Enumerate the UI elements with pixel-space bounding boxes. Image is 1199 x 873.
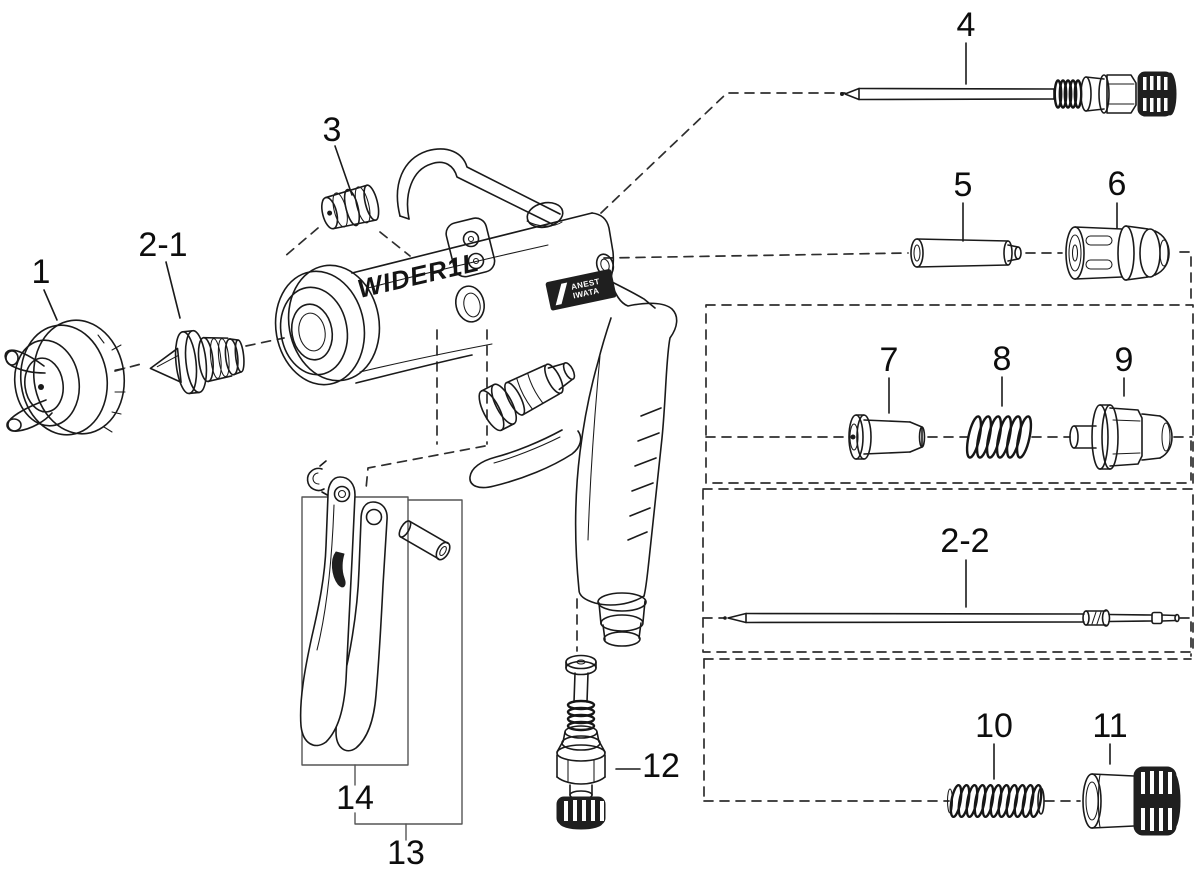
trigger-set-drawing: [299, 460, 463, 841]
part-label-9: 9: [1115, 341, 1134, 379]
hanging-hook: [396, 148, 561, 225]
part-5-drawing: [910, 238, 1022, 268]
part-label-13: 13: [387, 834, 425, 872]
part-2-1-drawing: [149, 329, 245, 395]
part-label-4: 4: [957, 6, 976, 44]
needle-packing-dome: [526, 201, 564, 229]
part-4-drawing: [840, 71, 1177, 117]
part-2-2-drawing: [723, 609, 1180, 627]
fluid-fitting: [478, 362, 576, 432]
knurl-slots: [1143, 76, 1168, 112]
trigger-pin-drawing: [398, 520, 451, 561]
part-label-12: 12: [642, 747, 680, 785]
group-box-2-2: [702, 488, 1194, 653]
group-box-7-8-9: [705, 304, 1194, 484]
part-label-8: 8: [993, 340, 1012, 378]
part-3-drawing: [321, 184, 380, 230]
part-label-2-2: 2-2: [940, 522, 989, 560]
part-12-drawing: [556, 654, 606, 830]
part-8-drawing: [965, 415, 1033, 459]
part-6-drawing: [1065, 225, 1170, 281]
gun-handle: [574, 280, 678, 647]
label-leader-lines: [43, 42, 1125, 780]
brand-logo-mark: [555, 282, 568, 306]
knurl-slots: [1141, 771, 1172, 831]
part-number-labels: 1 2-1 3 4 5 6 7 8 9 2-2 10 11 12 13 14: [32, 6, 1134, 872]
part-1-drawing: [4, 319, 126, 436]
group-box-13: [354, 499, 463, 825]
part-label-2-1: 2-1: [138, 226, 187, 264]
e-clip-drawing: [306, 460, 330, 497]
hook-mount: [445, 217, 496, 278]
part-label-7: 7: [880, 341, 899, 379]
part-label-14: 14: [336, 779, 374, 817]
part-9-drawing: [1069, 404, 1173, 470]
part-label-6: 6: [1108, 165, 1127, 203]
knurl-slots: [564, 800, 604, 821]
explosion-axis-lines: [114, 92, 1197, 802]
part-7-drawing: [848, 414, 926, 460]
part-label-5: 5: [954, 166, 973, 204]
gun-model-text: WIDER1L: [355, 247, 483, 304]
brand-logo: ANEST IWATA: [545, 269, 617, 311]
part-label-3: 3: [323, 111, 342, 149]
part-11-drawing: [1082, 766, 1181, 836]
part-label-1: 1: [32, 253, 51, 291]
trigger-guard-spur: [469, 429, 582, 489]
part-label-10: 10: [975, 707, 1013, 745]
part-10-drawing: [946, 784, 1045, 818]
nozzle-ring: [274, 264, 381, 386]
trigger-lever-detail: [331, 551, 346, 588]
part-label-11: 11: [1092, 707, 1127, 745]
